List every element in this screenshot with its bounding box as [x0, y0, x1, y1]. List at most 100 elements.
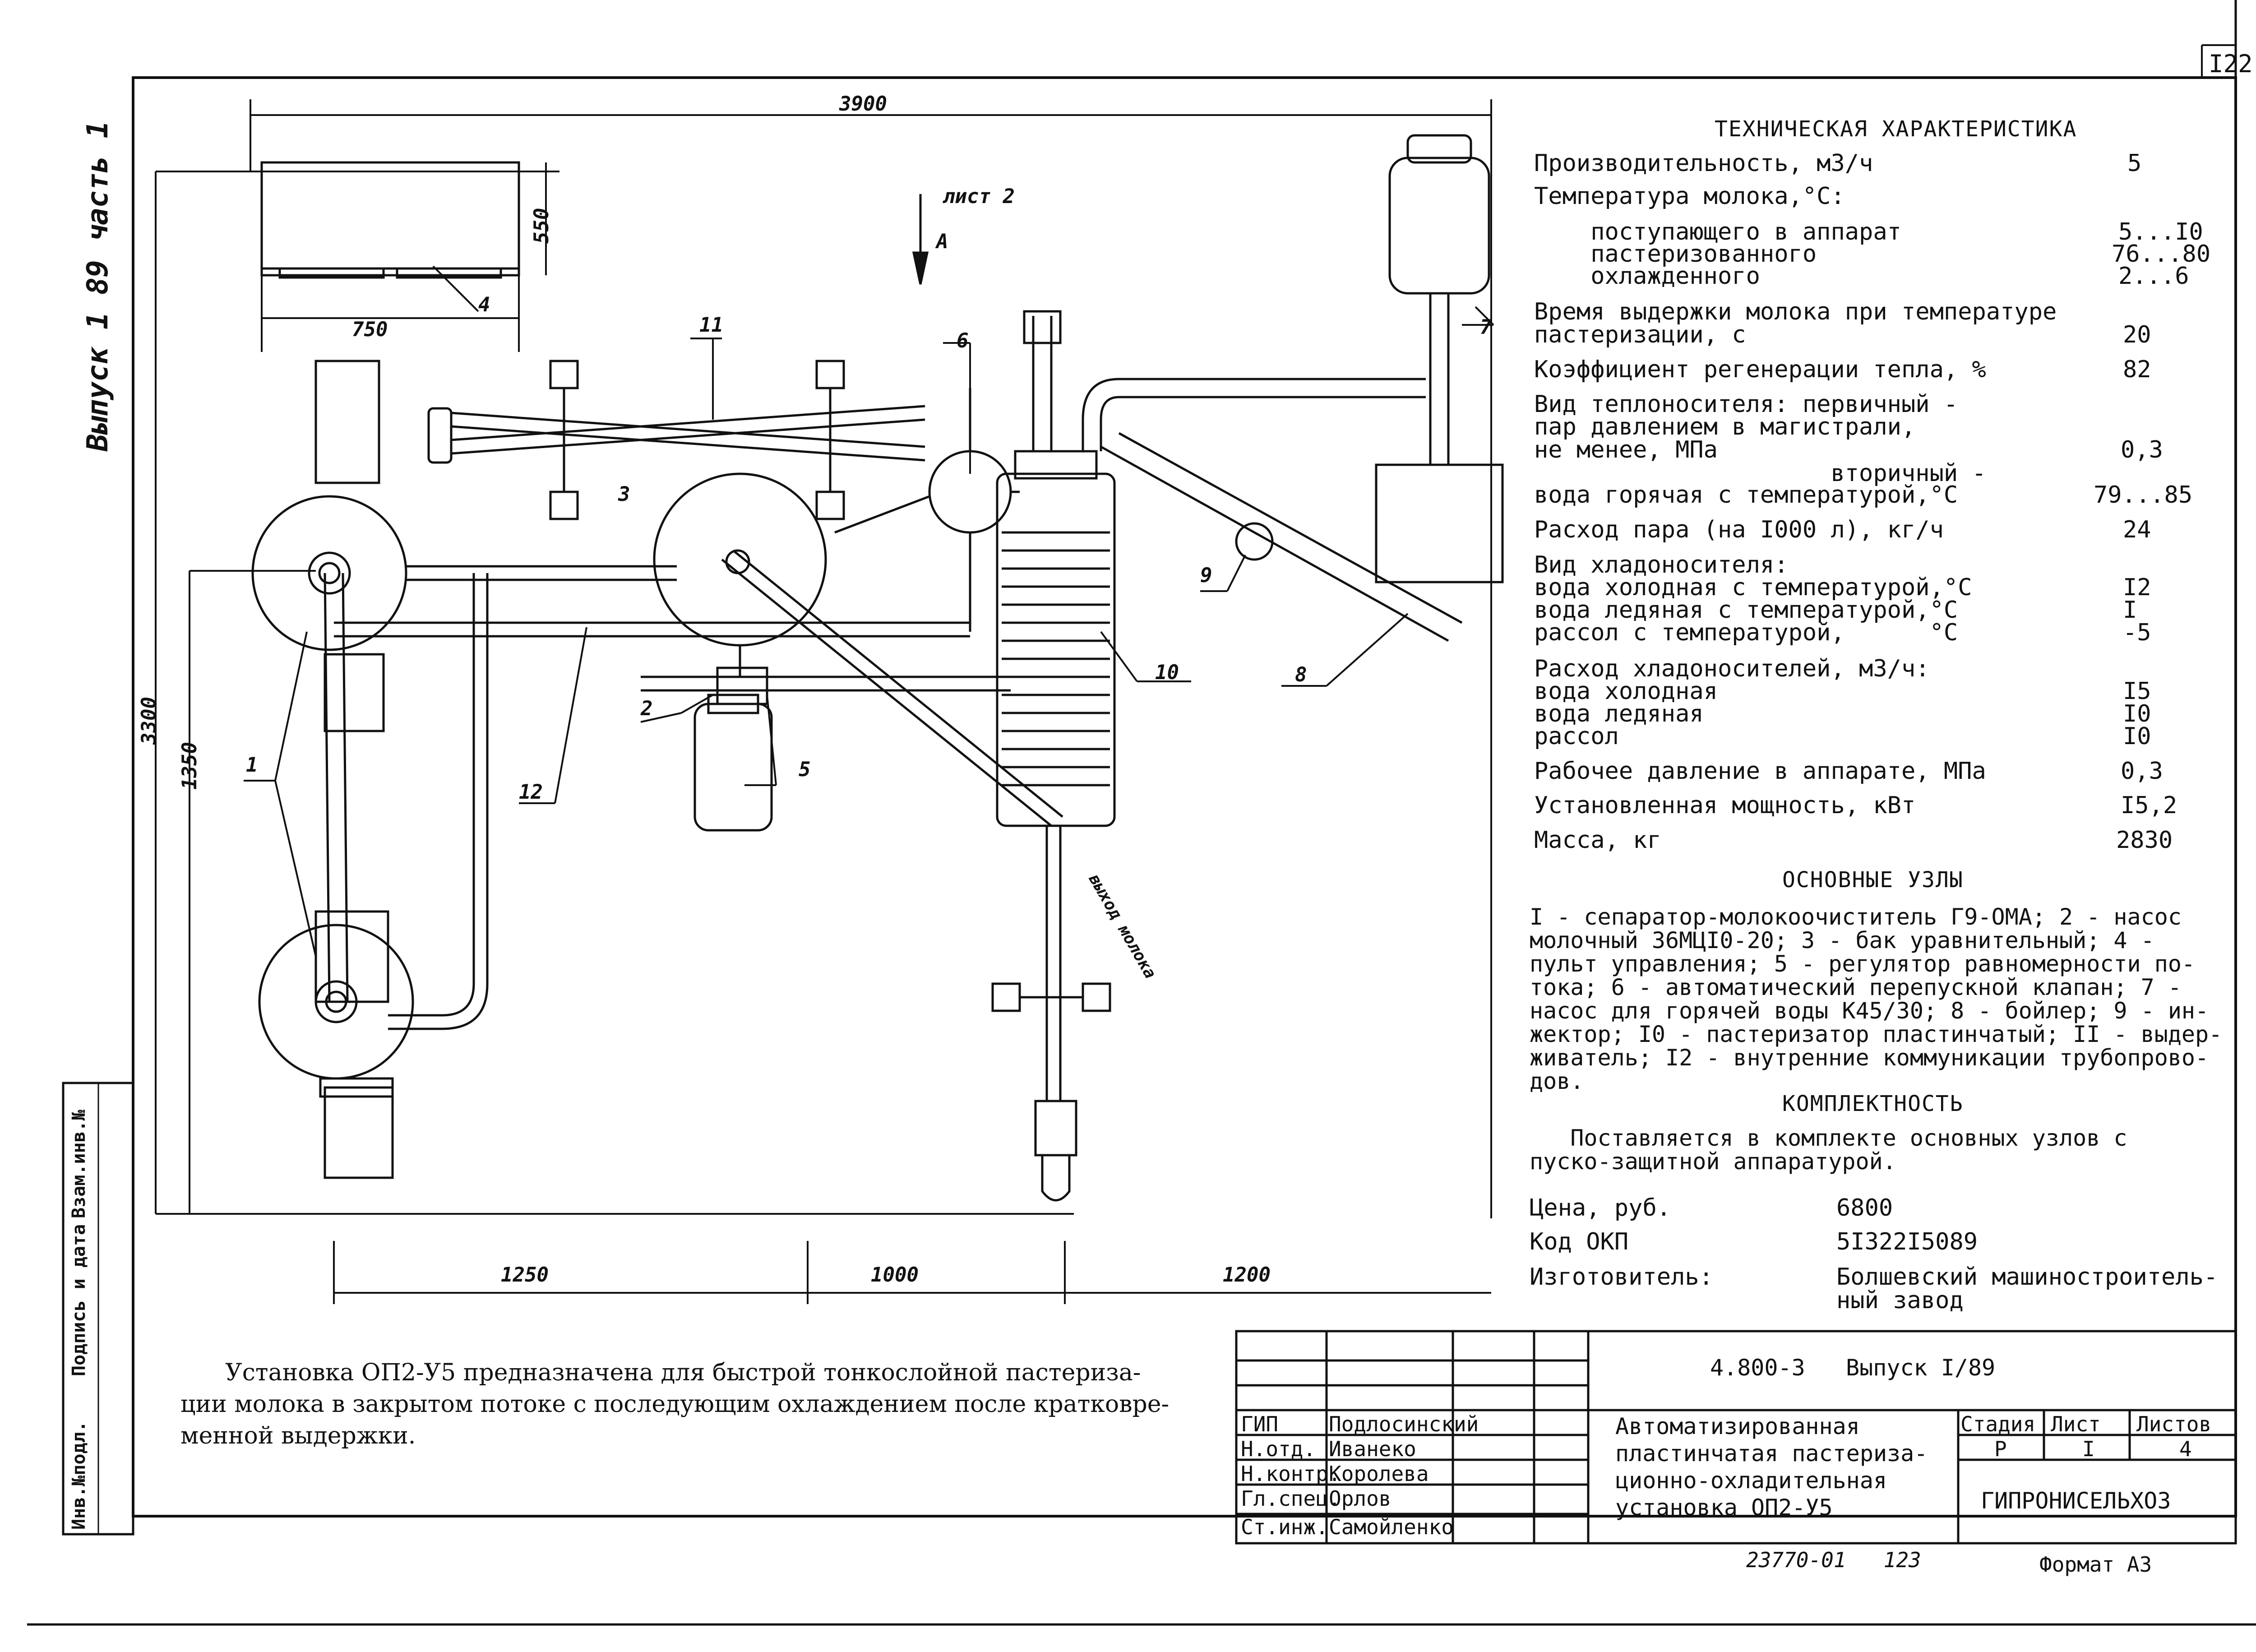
callout-2: 2	[641, 697, 653, 720]
callout-8: 8	[1295, 663, 1307, 686]
tech-label: не менее, МПа	[1534, 436, 1718, 463]
tech-label: вода холодная	[1534, 678, 1718, 705]
units-line: жектор; I0 - пастеризатор пластинчатый; …	[1530, 1021, 2223, 1047]
callout-12: 12	[519, 781, 543, 804]
role-gip: ГИП	[1241, 1412, 1279, 1436]
dim-panel-width: 750	[352, 318, 388, 341]
tech-value: 20	[2123, 321, 2151, 348]
tech-label: поступающего в аппарат	[1534, 218, 1901, 245]
tech-label: Масса, кг	[1534, 827, 1661, 854]
tech-value: 82	[2123, 356, 2151, 383]
callout-7: 7	[1480, 316, 1492, 339]
tech-value: 2...6	[2118, 263, 2189, 290]
sheet-value: I	[2082, 1437, 2095, 1461]
units-title: ОСНОВНЫЕ УЗЛЫ	[1782, 867, 1964, 893]
drawing-title-line: ционно-охладительная	[1615, 1467, 1887, 1494]
view-arrow	[912, 194, 929, 285]
tech-value: 24	[2123, 516, 2151, 543]
units-line: I - сепаратор-молокоочиститель Г9-ОМА; 2…	[1530, 904, 2182, 930]
tech-label: Установленная мощность, кВт	[1534, 792, 1916, 819]
callout-9: 9	[1200, 564, 1212, 587]
title-block-grid	[1235, 1330, 2237, 1545]
dim-panel-height: 550	[530, 208, 553, 244]
dim-total-height: 3300	[138, 697, 161, 745]
side-stamp-replace: Взам.инв.№	[69, 1110, 89, 1218]
dim-lower-height: 1350	[178, 742, 201, 790]
drawing-title-line: установка ОП2-У5	[1615, 1495, 1833, 1521]
tech-label: вода горячая с температурой,°С	[1534, 481, 1958, 509]
plate-pack	[1002, 531, 1110, 787]
tech-label: Коэффициент регенерации тепла, %	[1534, 356, 1986, 383]
tech-label: пастеризации, с	[1534, 321, 1746, 348]
callout-leaders	[244, 265, 1494, 957]
manufacturer-value-cont: ный завод	[1836, 1287, 1964, 1314]
callout-3: 3	[618, 483, 630, 506]
tech-label: пастеризованного	[1534, 241, 1817, 268]
tech-label: охлажденного	[1534, 263, 1760, 290]
price-label: Цена, руб.	[1530, 1194, 1671, 1222]
callout-11: 11	[699, 314, 723, 337]
tech-value: 0,3	[2121, 436, 2163, 463]
tech-value: I0	[2123, 700, 2151, 727]
tech-value: 0,3	[2121, 758, 2163, 785]
balance-tank-and-pump	[653, 472, 827, 832]
pipework	[334, 550, 1063, 1030]
plate-pasteurizer	[991, 310, 1116, 1202]
callout-10: 10	[1155, 661, 1179, 684]
name-chief: Орлов	[1329, 1486, 1392, 1511]
okp-label: Код ОКП	[1530, 1228, 1629, 1255]
control-panel	[260, 161, 520, 279]
tech-value: I	[2123, 597, 2137, 624]
dim-top-width: 3900	[839, 93, 887, 116]
name-engineer: Самойленко	[1329, 1515, 1454, 1539]
side-stamp-signature: Подпись и дата	[69, 1224, 89, 1376]
description-line: Установка ОП2-У5 предназначена для быстр…	[180, 1359, 1141, 1386]
tech-label: вторичный -	[1534, 460, 1986, 487]
role-head: Н.отд.	[1241, 1437, 1316, 1461]
callout-5: 5	[799, 758, 811, 781]
units-line: пульт управления; 5 - регулятор равномер…	[1530, 951, 2196, 977]
name-control: Королева	[1329, 1462, 1429, 1486]
sheet-number: I22	[2209, 50, 2253, 78]
tech-value: -5	[2123, 619, 2151, 646]
tech-label: Расход хладоносителей, м3/ч:	[1534, 655, 1930, 682]
stage-header: Стадия	[1960, 1412, 2036, 1436]
holder	[427, 360, 925, 520]
view-note-sheet: лист 2	[943, 185, 1015, 208]
tech-label: вода холодная с температурой,°С	[1534, 574, 1972, 601]
paper-format: Формат А3	[2039, 1552, 2152, 1577]
tech-value: I2	[2123, 574, 2151, 601]
tech-label: Температура молока,°С:	[1534, 183, 1845, 210]
completeness-line: пуско-защитной аппаратурой.	[1530, 1148, 1896, 1175]
tech-label: Расход пара (на I000 л), кг/ч	[1534, 516, 1944, 543]
role-control: Н.контр.	[1241, 1462, 1341, 1486]
tech-value: 2830	[2116, 827, 2173, 854]
dim-bottom-right: 1200	[1223, 1263, 1271, 1286]
callout-6: 6	[957, 329, 969, 352]
manufacturer-value: Болшевский машиностроитель-	[1836, 1263, 2218, 1291]
drawing-title-line: Автоматизированная	[1615, 1413, 1860, 1439]
tech-label: вода ледяная с температурой,°С	[1534, 597, 1958, 624]
units-line: молочный 36МЦI0-20; 3 - бак уравнительны…	[1530, 927, 2154, 953]
units-line: насос для горячей воды К45/30; 8 - бойле…	[1530, 998, 2209, 1024]
tech-label: Вид теплоносителя: первичный -	[1534, 391, 1958, 418]
inner-frame	[132, 76, 2237, 1518]
units-line: тока; 6 - автоматический перепускной кла…	[1530, 974, 2182, 1000]
tech-value: I5	[2123, 678, 2151, 705]
stage-value: Р	[1994, 1437, 2007, 1461]
completeness-title: КОМПЛЕКТНОСТЬ	[1782, 1091, 1964, 1116]
role-chief: Гл.спец.	[1241, 1486, 1341, 1511]
dim-bottom-mid: 1000	[871, 1263, 919, 1286]
completeness-line: Поставляется в комплекте основных узлов …	[1530, 1125, 2127, 1151]
hot-water-group	[1082, 134, 1504, 642]
side-label: Выпуск 1 89 часть 1	[81, 120, 115, 451]
tech-label: Вид хладоносителя:	[1534, 551, 1789, 578]
sheet-header: Лист	[2051, 1412, 2101, 1436]
organization: ГИПРОНИСЕЛЬХОЗ	[1981, 1488, 2171, 1514]
separators	[251, 360, 414, 1179]
tech-value: 5...I0	[2118, 218, 2203, 245]
tech-label: вода ледяная	[1534, 700, 1704, 727]
tech-value: I5,2	[2121, 792, 2177, 819]
dim-bottom-left: 1250	[501, 1263, 549, 1286]
